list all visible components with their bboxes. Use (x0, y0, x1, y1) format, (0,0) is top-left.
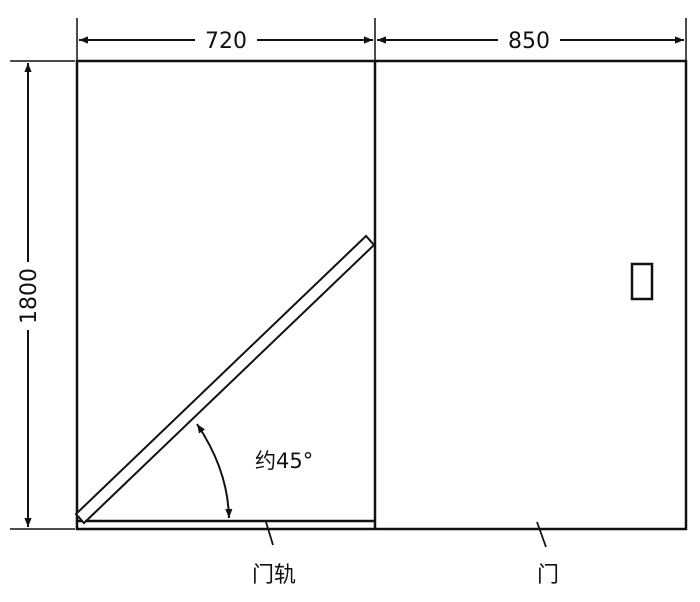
dimension-label-850: 850 (508, 29, 550, 54)
dimension-width-left: 720 (79, 29, 373, 54)
angle-label: 约45° (255, 449, 313, 473)
outer-frame (75, 59, 688, 531)
extension-lines (10, 18, 687, 530)
door-leader (536, 521, 547, 548)
dimension-label-720: 720 (205, 29, 247, 54)
dimension-height: 1800 (17, 63, 42, 527)
door-rail-leader (265, 521, 274, 546)
door-rail-label: 门轨 (252, 563, 296, 588)
door-label: 门 (537, 563, 559, 588)
dimension-width-right: 850 (377, 29, 684, 54)
dimension-label-1800: 1800 (17, 268, 42, 324)
door-handle (630, 262, 654, 301)
diagonal-brace (74, 234, 376, 525)
angle-arc (196, 423, 233, 519)
